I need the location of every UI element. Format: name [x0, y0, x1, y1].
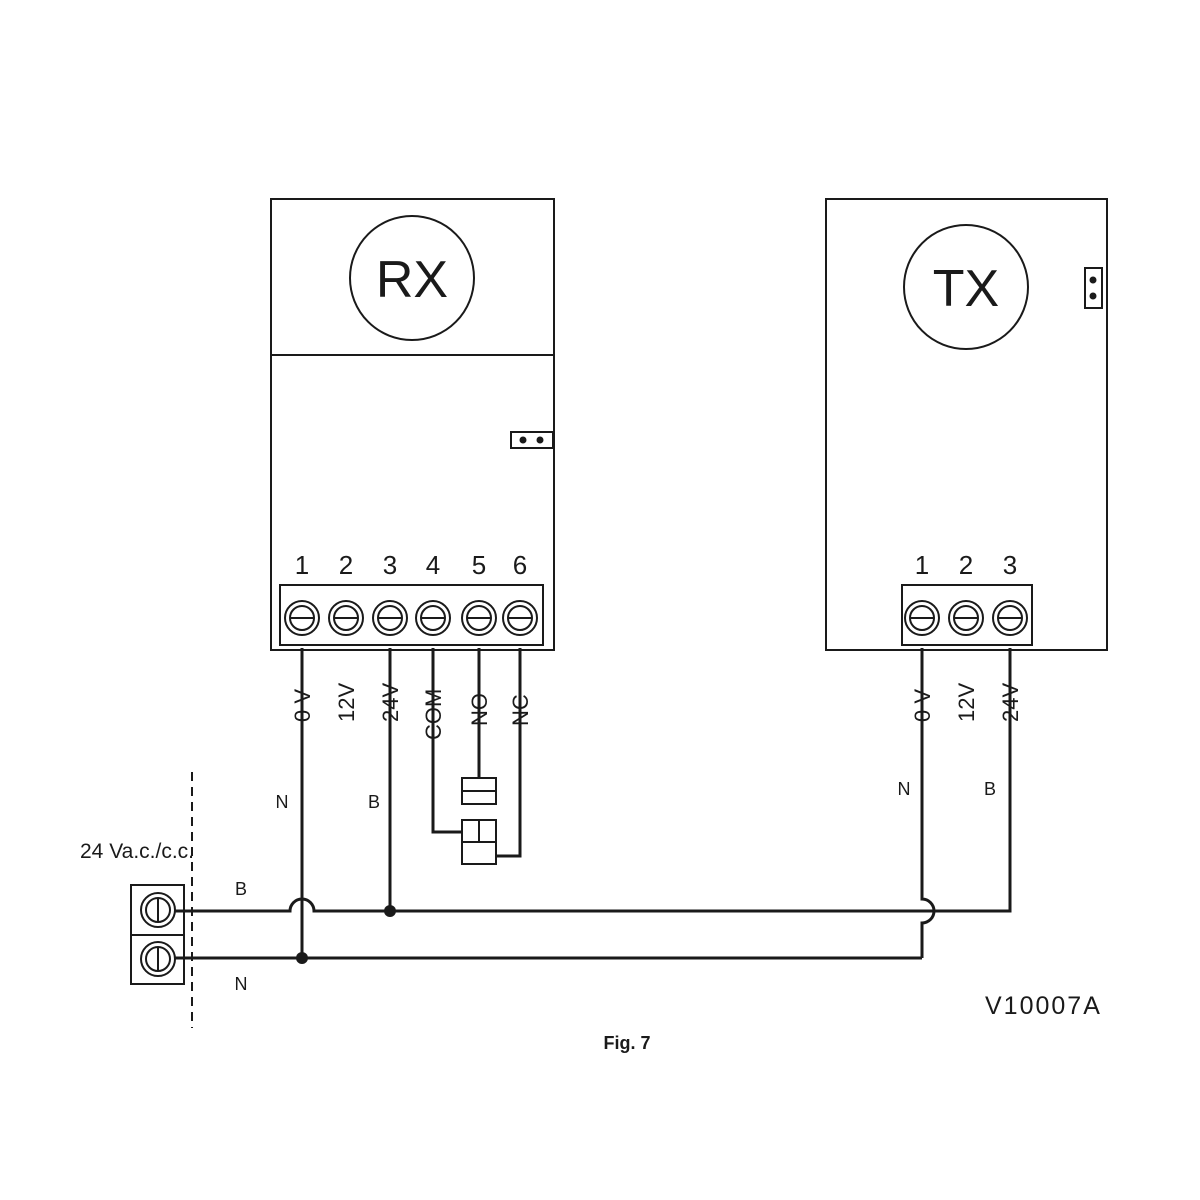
tx-screw-terminal[interactable]: [904, 600, 940, 636]
rx-terminal-number: 4: [426, 550, 440, 580]
rx-screw-terminal[interactable]: [461, 600, 497, 636]
tx-jumper: [1084, 267, 1103, 309]
wiring: [175, 648, 1012, 964]
tx-terminal-number: 2: [959, 550, 973, 580]
rx-terminal-label: 24V: [378, 683, 403, 722]
rx-screw-terminal[interactable]: [415, 600, 451, 636]
rx-screw-terminal[interactable]: [502, 600, 538, 636]
wire-label-n: N: [276, 792, 289, 812]
supply-screw-terminal[interactable]: [140, 892, 176, 928]
supply-screw-terminal[interactable]: [140, 941, 176, 977]
tx-terminal-number: 3: [1003, 550, 1017, 580]
rx-terminal-label: 0 V: [290, 689, 315, 722]
tx-unit: [825, 198, 1108, 651]
rx-screw-terminal[interactable]: [328, 600, 364, 636]
tx-terminal-label: 24V: [998, 683, 1023, 722]
drawing-code: V10007A: [985, 992, 1102, 1020]
rx-unit: [270, 198, 555, 651]
rx-screw-terminal[interactable]: [372, 600, 408, 636]
wire-label-n: N: [898, 779, 911, 799]
wire-label-b: B: [235, 879, 247, 899]
wire-label-b: B: [368, 792, 380, 812]
tx-terminal-block: [901, 584, 1033, 646]
rx-terminal-number: 6: [513, 550, 527, 580]
figure-caption: Fig. 7: [603, 1033, 650, 1053]
tx-terminal-number: 1: [915, 550, 929, 580]
wire-label-b: B: [984, 779, 996, 799]
rx-terminal-block: [279, 584, 544, 646]
tx-badge: [903, 224, 1029, 350]
rx-jumper: [510, 431, 554, 449]
tx-terminal-label: 12V: [954, 683, 979, 722]
tx-screw-terminal[interactable]: [948, 600, 984, 636]
rx-terminal-label: NC: [508, 694, 533, 726]
rx-terminal-number: 3: [383, 550, 397, 580]
relay-contact: [461, 777, 497, 865]
rx-screw-terminal[interactable]: [284, 600, 320, 636]
rx-terminal-label: COM: [421, 689, 446, 740]
tx-title: TX: [933, 260, 999, 318]
wire-label-n: N: [235, 974, 248, 994]
rx-terminal-number: 1: [295, 550, 309, 580]
rx-title: RX: [376, 251, 448, 309]
supply-label: 24 Va.c./c.c.: [80, 840, 194, 863]
rx-terminal-label: 12V: [334, 683, 359, 722]
rx-terminal-number: 5: [472, 550, 486, 580]
tx-terminal-label: 0 V: [910, 689, 935, 722]
rx-terminal-label: NO: [467, 693, 492, 726]
rx-terminal-number: 2: [339, 550, 353, 580]
power-supply: [130, 772, 193, 1028]
rx-badge: [349, 215, 475, 341]
tx-screw-terminal[interactable]: [992, 600, 1028, 636]
